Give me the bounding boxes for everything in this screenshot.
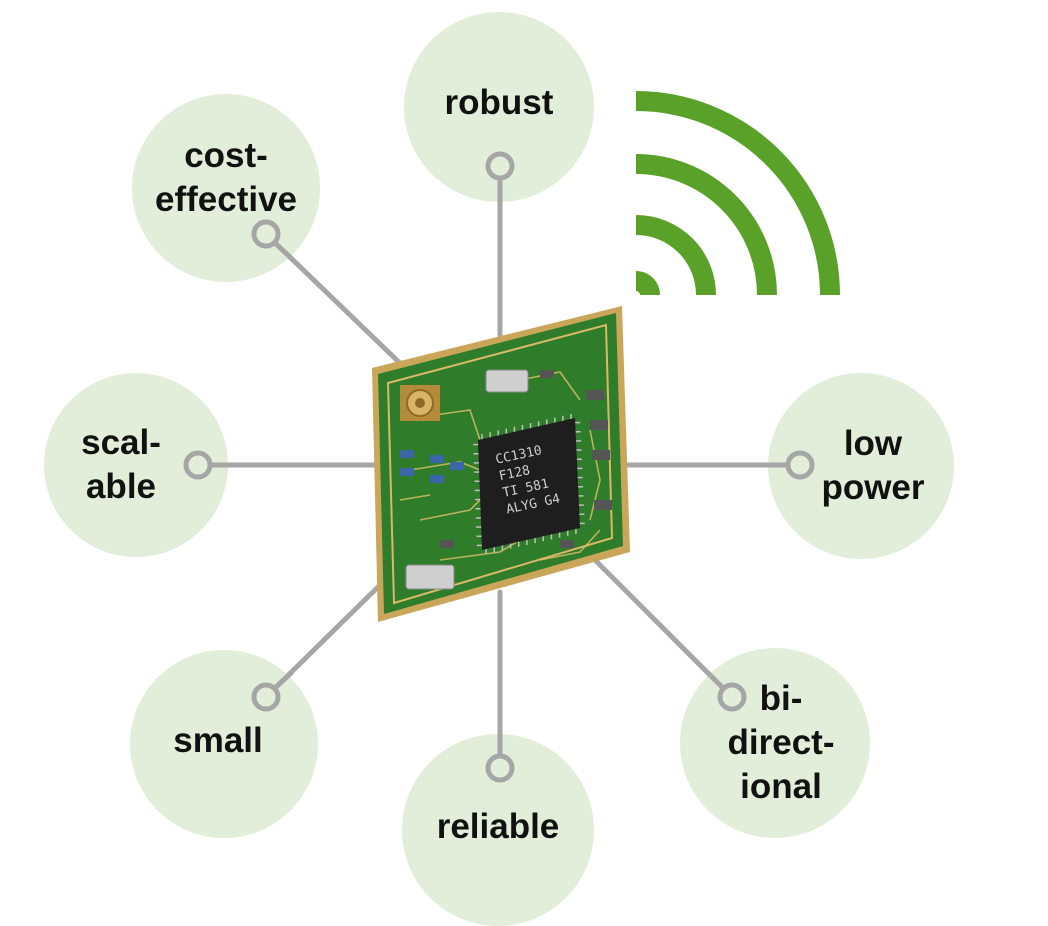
feature-label-reliable: reliable	[436, 807, 560, 846]
feature-label-bidirectional: bi- direct- ional	[727, 679, 835, 806]
feature-bubble-bidirectional: bi- direct- ional	[680, 648, 870, 838]
crystal-component	[485, 369, 529, 393]
rf-module-pcb	[372, 306, 630, 622]
feature-bubble-scalable: scal- able	[44, 373, 228, 557]
feature-bubble-low-power: low power	[768, 373, 954, 559]
feature-bubble-small: small	[130, 650, 318, 838]
feature-label-small: small	[173, 721, 263, 760]
chip-pins	[473, 413, 585, 555]
feature-label-robust: robust	[444, 83, 554, 122]
feature-bubble-robust: robust	[404, 12, 594, 202]
cc1310-chip	[478, 418, 580, 550]
feature-bubble-reliable: reliable	[402, 734, 594, 926]
feature-label-low-power: low power	[821, 424, 925, 507]
antenna-connector-icon	[400, 385, 440, 421]
feature-bubble-cost-effective: cost- effective	[132, 94, 320, 282]
wifi-signal-icon	[635, 91, 840, 296]
crystal-component-bottom	[405, 564, 455, 590]
feature-label-cost-effective: cost- effective	[154, 136, 298, 219]
feature-label-scalable: scal- able	[81, 423, 161, 506]
